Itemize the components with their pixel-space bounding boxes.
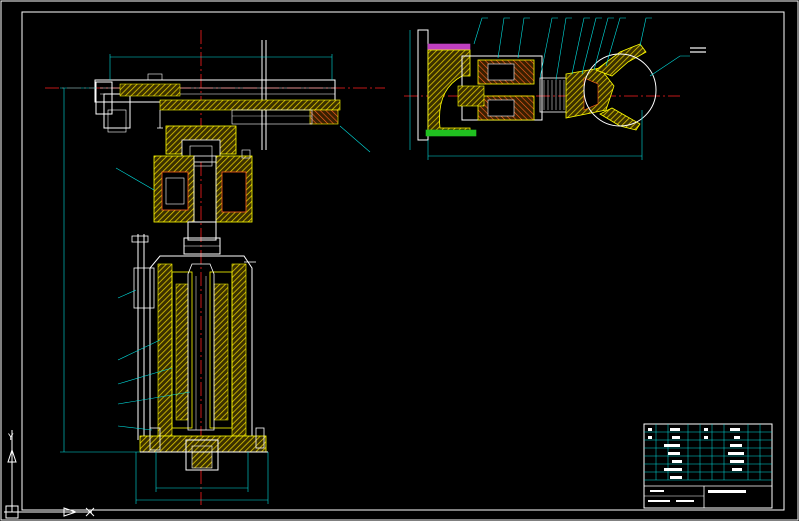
rotary-joint xyxy=(153,149,253,223)
column-neck xyxy=(183,221,221,255)
lift-column xyxy=(131,234,268,471)
ucs-icon: Y xyxy=(4,430,95,519)
elbow-joint xyxy=(165,125,237,167)
ucs-y-label: Y xyxy=(7,433,14,443)
part-leaders-left xyxy=(115,125,371,431)
base-dimensions xyxy=(135,452,269,504)
horizontal-arm xyxy=(94,73,341,133)
ucs-x-arrow-icon xyxy=(63,507,78,517)
arm-assembly-front-view xyxy=(45,30,385,505)
top-dimension xyxy=(109,54,333,80)
workpiece-circle xyxy=(583,53,657,127)
title-block xyxy=(643,423,773,509)
gripper-section-view xyxy=(404,17,706,160)
height-dimension xyxy=(60,87,140,453)
ucs-y-arrow-icon xyxy=(7,448,17,463)
part-leaders-right xyxy=(473,17,690,81)
